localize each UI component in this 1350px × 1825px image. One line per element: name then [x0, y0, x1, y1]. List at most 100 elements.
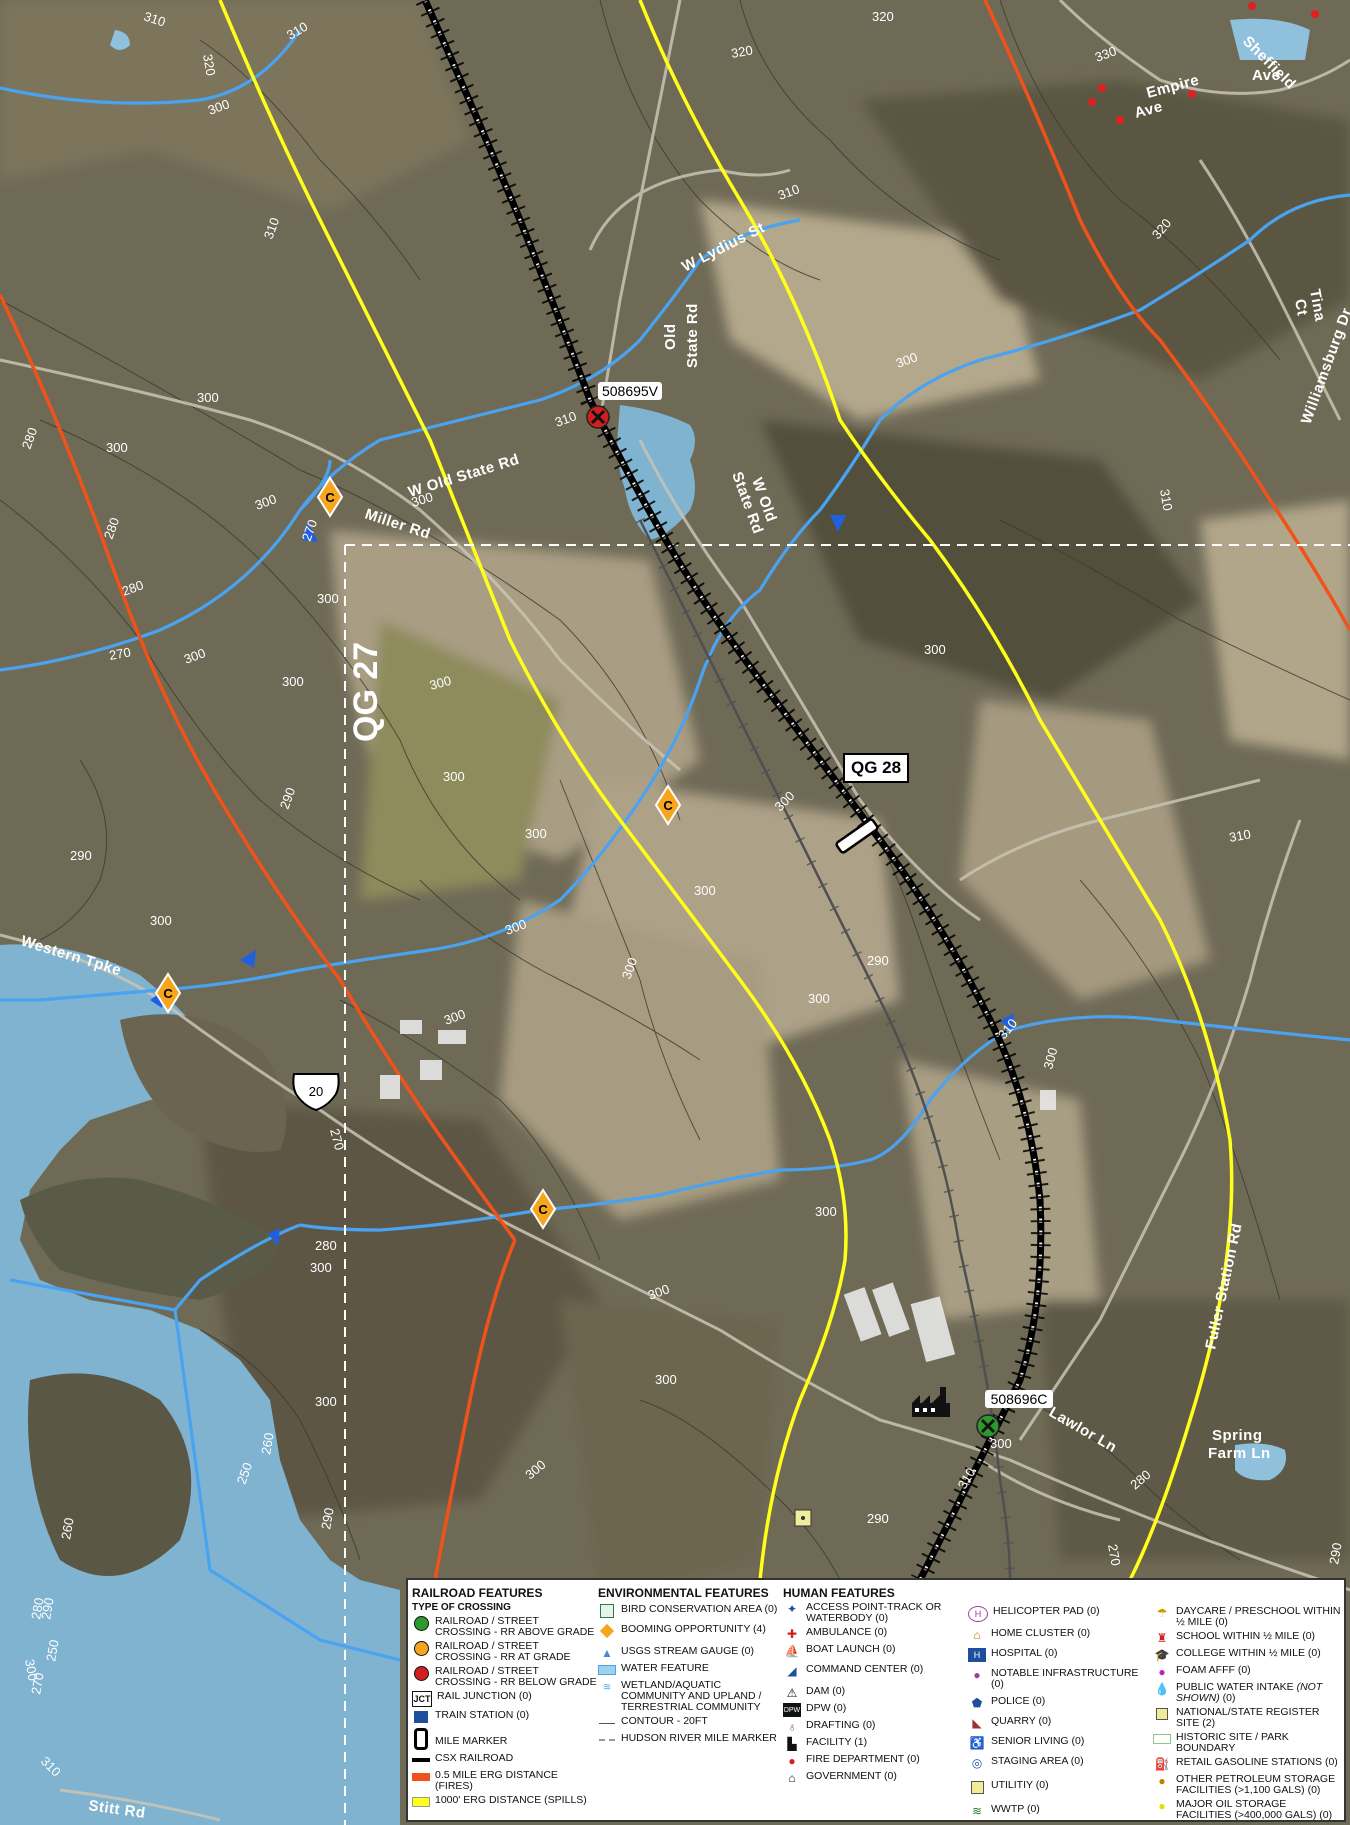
- svg-text:280: 280: [19, 426, 41, 452]
- svg-text:270: 270: [28, 1672, 47, 1696]
- school-pins: [1088, 2, 1319, 124]
- legend-item-river-mile: HUDSON RIVER MILE MARKER: [621, 1732, 777, 1744]
- svg-text:C: C: [538, 1202, 548, 1217]
- mile-marker: [835, 818, 879, 854]
- svg-text:290: 290: [38, 1597, 57, 1621]
- stream-gauge-icon: ▲: [601, 1645, 613, 1660]
- svg-text:300: 300: [253, 491, 279, 513]
- ambulance-icon: ✚: [786, 1626, 798, 1641]
- svg-text:330: 330: [1093, 43, 1119, 65]
- svg-text:270: 270: [327, 1127, 347, 1152]
- crossing-below-grade-508695v[interactable]: [586, 405, 610, 429]
- svg-text:280: 280: [120, 577, 146, 599]
- csx-railroad-icon: [412, 1753, 430, 1767]
- legend-public-water: PUBLIC WATER INTAKE (NOT SHOWN) (0): [1176, 1681, 1323, 1704]
- erg-spill-icon: [412, 1795, 430, 1809]
- mile-marker-icon: [412, 1728, 430, 1750]
- erg-spill-boundary: [218, 0, 1234, 1581]
- crossing-id-north: 508695V: [602, 383, 659, 399]
- booming-opportunity-2[interactable]: C: [654, 784, 682, 826]
- crossing-id-south: 508696C: [991, 1391, 1048, 1407]
- crossing-at-icon: [412, 1640, 430, 1656]
- booming-opportunity-3[interactable]: C: [154, 972, 182, 1014]
- svg-text:250: 250: [234, 1461, 256, 1487]
- road-label-old: Old: [662, 324, 679, 351]
- svg-text:310: 310: [142, 9, 167, 30]
- svg-text:300: 300: [206, 96, 232, 118]
- legend-item-junction: RAIL JUNCTION (0): [437, 1690, 532, 1702]
- legend-item-at: RAILROAD / STREET CROSSING - RR AT GRADE: [435, 1640, 571, 1663]
- daycare-icon: ☂: [1156, 1605, 1168, 1620]
- svg-text:300: 300: [106, 440, 128, 455]
- svg-text:300: 300: [197, 390, 219, 405]
- svg-text:300: 300: [443, 769, 465, 784]
- svg-text:300: 300: [619, 956, 641, 982]
- booming-opportunity-markers[interactable]: C C C C: [154, 476, 682, 1230]
- crossing-above-grade-508696c[interactable]: [976, 1414, 1000, 1438]
- legend-environmental: ENVIRONMENTAL FEATURES BIRD CONSERVATION…: [598, 1586, 778, 1750]
- train-station-icon: [412, 1710, 430, 1724]
- svg-text:300: 300: [655, 1372, 677, 1387]
- booming-opportunity-1[interactable]: C: [316, 476, 344, 518]
- legend-item-erg-spill: 1000' ERG DISTANCE (SPILLS): [435, 1794, 587, 1806]
- svg-text:320: 320: [730, 42, 754, 61]
- svg-text:280: 280: [28, 1597, 47, 1621]
- legend-item-station: TRAIN STATION (0): [435, 1709, 530, 1721]
- svg-text:300: 300: [428, 673, 453, 693]
- svg-text:300: 300: [317, 591, 339, 606]
- foam-afff-icon: ●: [1158, 1664, 1166, 1679]
- svg-text:C: C: [163, 986, 173, 1001]
- csx-railroad: [415, 0, 1051, 1585]
- crossing-above-icon: [412, 1615, 430, 1631]
- water-feature-icon: [598, 1663, 616, 1677]
- legend-environmental-title: ENVIRONMENTAL FEATURES: [598, 1586, 769, 1600]
- svg-text:300: 300: [442, 1006, 468, 1028]
- road-label-tina: Tina: [1306, 288, 1328, 323]
- legend-item-water: WATER FEATURE: [621, 1662, 709, 1674]
- svg-text:20: 20: [309, 1084, 323, 1099]
- svg-text:300: 300: [646, 1281, 672, 1303]
- svg-text:320: 320: [872, 9, 894, 24]
- rail-junction-icon: JCT: [412, 1691, 432, 1707]
- historic-site-icon: [1153, 1732, 1171, 1746]
- svg-text:310: 310: [261, 216, 283, 242]
- svg-text:300: 300: [310, 1260, 332, 1275]
- factory-icon: [912, 1387, 950, 1417]
- register-site-icon: [794, 1509, 812, 1527]
- police-icon: ⬟: [971, 1695, 983, 1710]
- quarry-icon: ◣: [972, 1715, 982, 1730]
- petroleum-storage-icon: ●: [1158, 1773, 1166, 1788]
- legend-human-1: HUMAN FEATURES ✦ACCESS POINT-TRACK OR WA…: [783, 1586, 973, 1788]
- contour-icon: [598, 1716, 616, 1730]
- gas-station-icon: ⛽: [1154, 1756, 1170, 1771]
- staging-area-icon: ◎: [971, 1755, 983, 1770]
- svg-text:270: 270: [1105, 1543, 1124, 1567]
- svg-text:290: 290: [277, 786, 299, 812]
- svg-text:300: 300: [808, 991, 830, 1006]
- svg-text:C: C: [325, 490, 335, 505]
- svg-text:300: 300: [22, 1658, 41, 1682]
- facility-icon: ▙: [787, 1736, 797, 1751]
- legend-item-gauge: USGS STREAM GAUGE (0): [621, 1645, 755, 1657]
- road-label-spring-farm-ln: Farm Ln: [1208, 1445, 1271, 1462]
- wetland-icon: ≋: [602, 1681, 612, 1693]
- national-register-icon: [1153, 1707, 1171, 1721]
- legend-item-wetland: WETLAND/AQUATIC COMMUNITY AND UPLAND / T…: [621, 1679, 762, 1713]
- legend-crossing-type: TYPE OF CROSSING: [412, 1602, 511, 1613]
- svg-text:260: 260: [258, 1432, 277, 1456]
- public-water-intake-icon: 💧: [1154, 1681, 1170, 1696]
- college-icon: 🎓: [1154, 1647, 1170, 1662]
- svg-text:290: 290: [867, 953, 889, 968]
- legend-item-contour: CONTOUR - 20FT: [621, 1715, 708, 1727]
- svg-text:300: 300: [409, 489, 434, 510]
- svg-text:300: 300: [694, 883, 716, 898]
- hospital-icon: H: [968, 1648, 986, 1662]
- crossing-id-labels: 508695V 508696C: [598, 382, 1053, 1408]
- booming-opportunity-4[interactable]: C: [529, 1188, 557, 1230]
- svg-text:270: 270: [299, 518, 321, 544]
- svg-text:300: 300: [282, 674, 304, 689]
- streams: [0, 29, 1350, 1662]
- svg-text:270: 270: [108, 644, 132, 663]
